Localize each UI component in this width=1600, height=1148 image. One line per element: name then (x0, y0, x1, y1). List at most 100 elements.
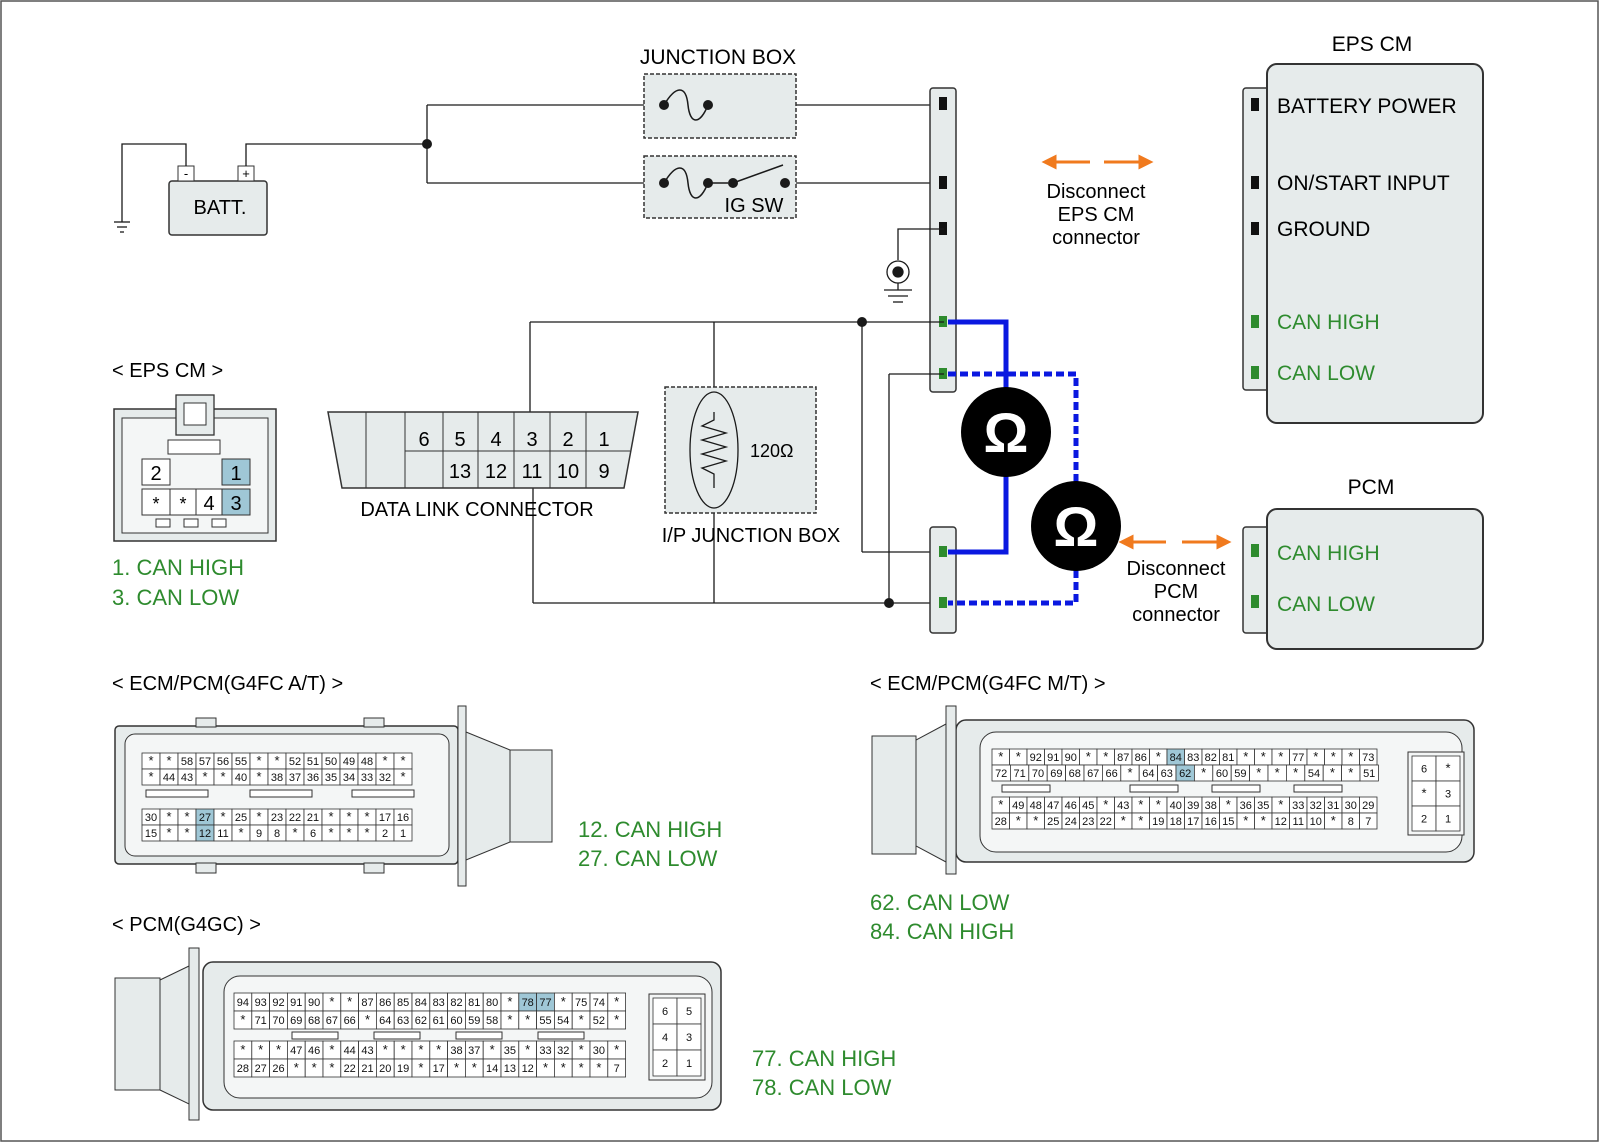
pin-number: 63 (397, 1015, 409, 1027)
pin-number: 7 (614, 1063, 620, 1075)
eps-connector-pin: 2 (150, 463, 161, 485)
dlc-pin: 13 (449, 461, 471, 483)
pin-number: 93 (255, 997, 267, 1009)
pin-number: 1 (400, 828, 406, 840)
pin-number: 43 (1117, 800, 1129, 812)
pin-cell (607, 1058, 626, 1078)
pin-number: 30 (593, 1045, 605, 1057)
pin-number: * (1201, 765, 1206, 780)
pin-cell (607, 1010, 626, 1030)
pin-number: 1 (686, 1058, 692, 1070)
battery-neg-label: - (184, 166, 188, 181)
pin-number: 90 (308, 997, 320, 1009)
pin-number: * (346, 809, 351, 824)
dlc-label: DATA LINK CONNECTOR (360, 499, 593, 521)
wire-junction (857, 317, 867, 327)
pin-number: 6 (1421, 764, 1427, 776)
pin-number: * (1278, 749, 1283, 764)
pin-number: 15 (1222, 816, 1234, 828)
pin-number: * (328, 809, 333, 824)
pin-cell (393, 768, 413, 786)
pin-cell (1435, 780, 1461, 807)
can-low-meter-lead (948, 371, 1079, 606)
pin-number: 33 (539, 1045, 551, 1057)
pin-number: 80 (486, 997, 498, 1009)
pin-number: 68 (1069, 768, 1081, 780)
pin-number: * (166, 753, 171, 768)
pin-number: * (507, 1012, 512, 1027)
pin-number: 36 (307, 772, 319, 784)
eps-cm-module-title: EPS CM (1332, 33, 1413, 56)
pin-number: 3 (686, 1032, 692, 1044)
pin-number: 35 (325, 772, 337, 784)
junction-box-label: JUNCTION BOX (640, 46, 796, 69)
pin-number: * (472, 1060, 477, 1075)
disconnect-pcm-line1: Disconnect (1127, 558, 1226, 580)
pin-number: * (1261, 749, 1266, 764)
pin-number: * (418, 1060, 423, 1075)
pin-number: 55 (235, 756, 247, 768)
pin-number: 66 (344, 1015, 356, 1027)
pin-number: 74 (593, 997, 605, 1009)
pin-number: * (1103, 749, 1108, 764)
pin-number: * (579, 1060, 584, 1075)
pin-number: 81 (468, 997, 480, 1009)
pin-number: * (274, 753, 279, 768)
pin-number: 90 (1065, 752, 1077, 764)
pin-number: * (418, 1042, 423, 1057)
dlc-pin: 4 (490, 429, 501, 451)
pin-number: 34 (343, 772, 355, 784)
pcm-g4gc-title: < PCM(G4GC) > (112, 914, 261, 936)
pin-number: 83 (1187, 752, 1199, 764)
pin-number: 60 (1216, 768, 1228, 780)
pin-number: * (1156, 749, 1161, 764)
pin-number: 69 (290, 1015, 302, 1027)
pin-number: 36 (1240, 800, 1252, 812)
pin-number: 67 (1087, 768, 1099, 780)
dlc-pin: 6 (418, 429, 429, 451)
pin-number: 94 (237, 997, 249, 1009)
pin-number: * (1243, 813, 1248, 828)
pin-number: * (184, 825, 189, 840)
pin-number: 32 (557, 1045, 569, 1057)
pin-number: * (148, 769, 153, 784)
pin-number: * (614, 994, 619, 1009)
pin-number: 61 (433, 1015, 445, 1027)
pin-number: 25 (1047, 816, 1059, 828)
pin-number: * (256, 809, 261, 824)
eps-cm-connector-title: < EPS CM > (112, 360, 223, 382)
pcm-g4gc-legend-1: 77. CAN HIGH (752, 1046, 896, 1071)
pin-number: 2 (1421, 814, 1427, 826)
pin-number: * (561, 994, 566, 1009)
pin-number: 87 (1117, 752, 1129, 764)
pin-number: * (614, 1042, 619, 1057)
pin-number: * (1226, 797, 1231, 812)
eps-connector-pin: 4 (203, 493, 214, 515)
pin-number: * (383, 1042, 388, 1057)
pin-number: 43 (361, 1045, 373, 1057)
pin-number: 44 (344, 1045, 356, 1057)
pin-number: * (365, 1012, 370, 1027)
pin-cell (652, 1049, 678, 1077)
pin-number: * (400, 753, 405, 768)
pin-number: 35 (504, 1045, 516, 1057)
pin-number: 92 (1030, 752, 1042, 764)
pin-number: * (328, 825, 333, 840)
pin-number: 70 (272, 1015, 284, 1027)
pin-number: * (1086, 749, 1091, 764)
pin-number: 87 (361, 997, 373, 1009)
pin-number: 17 (433, 1063, 445, 1075)
pin-number: 23 (271, 812, 283, 824)
pin-number: 54 (1308, 768, 1320, 780)
pin-number: 48 (1030, 800, 1042, 812)
pin-number: 24 (1065, 816, 1077, 828)
battery-pos-label: + (242, 166, 250, 181)
pin-cell (1359, 812, 1378, 830)
pin-number: 12 (1275, 816, 1287, 828)
pin-number: 51 (307, 756, 319, 768)
pin-number: * (490, 1042, 495, 1057)
